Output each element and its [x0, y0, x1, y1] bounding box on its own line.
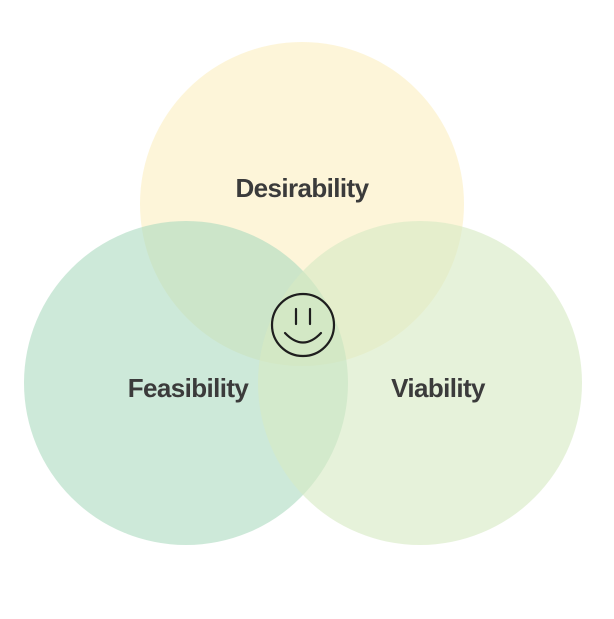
smiley-face-icon [270, 292, 336, 358]
smiley-face-outline [270, 292, 336, 358]
label-viability: Viability [391, 373, 486, 403]
circle-viability [258, 221, 582, 545]
label-desirability: Desirability [236, 173, 370, 203]
smiley-mouth [283, 331, 323, 344]
circle-feasibility [24, 221, 348, 545]
label-feasibility: Feasibility [128, 373, 250, 403]
